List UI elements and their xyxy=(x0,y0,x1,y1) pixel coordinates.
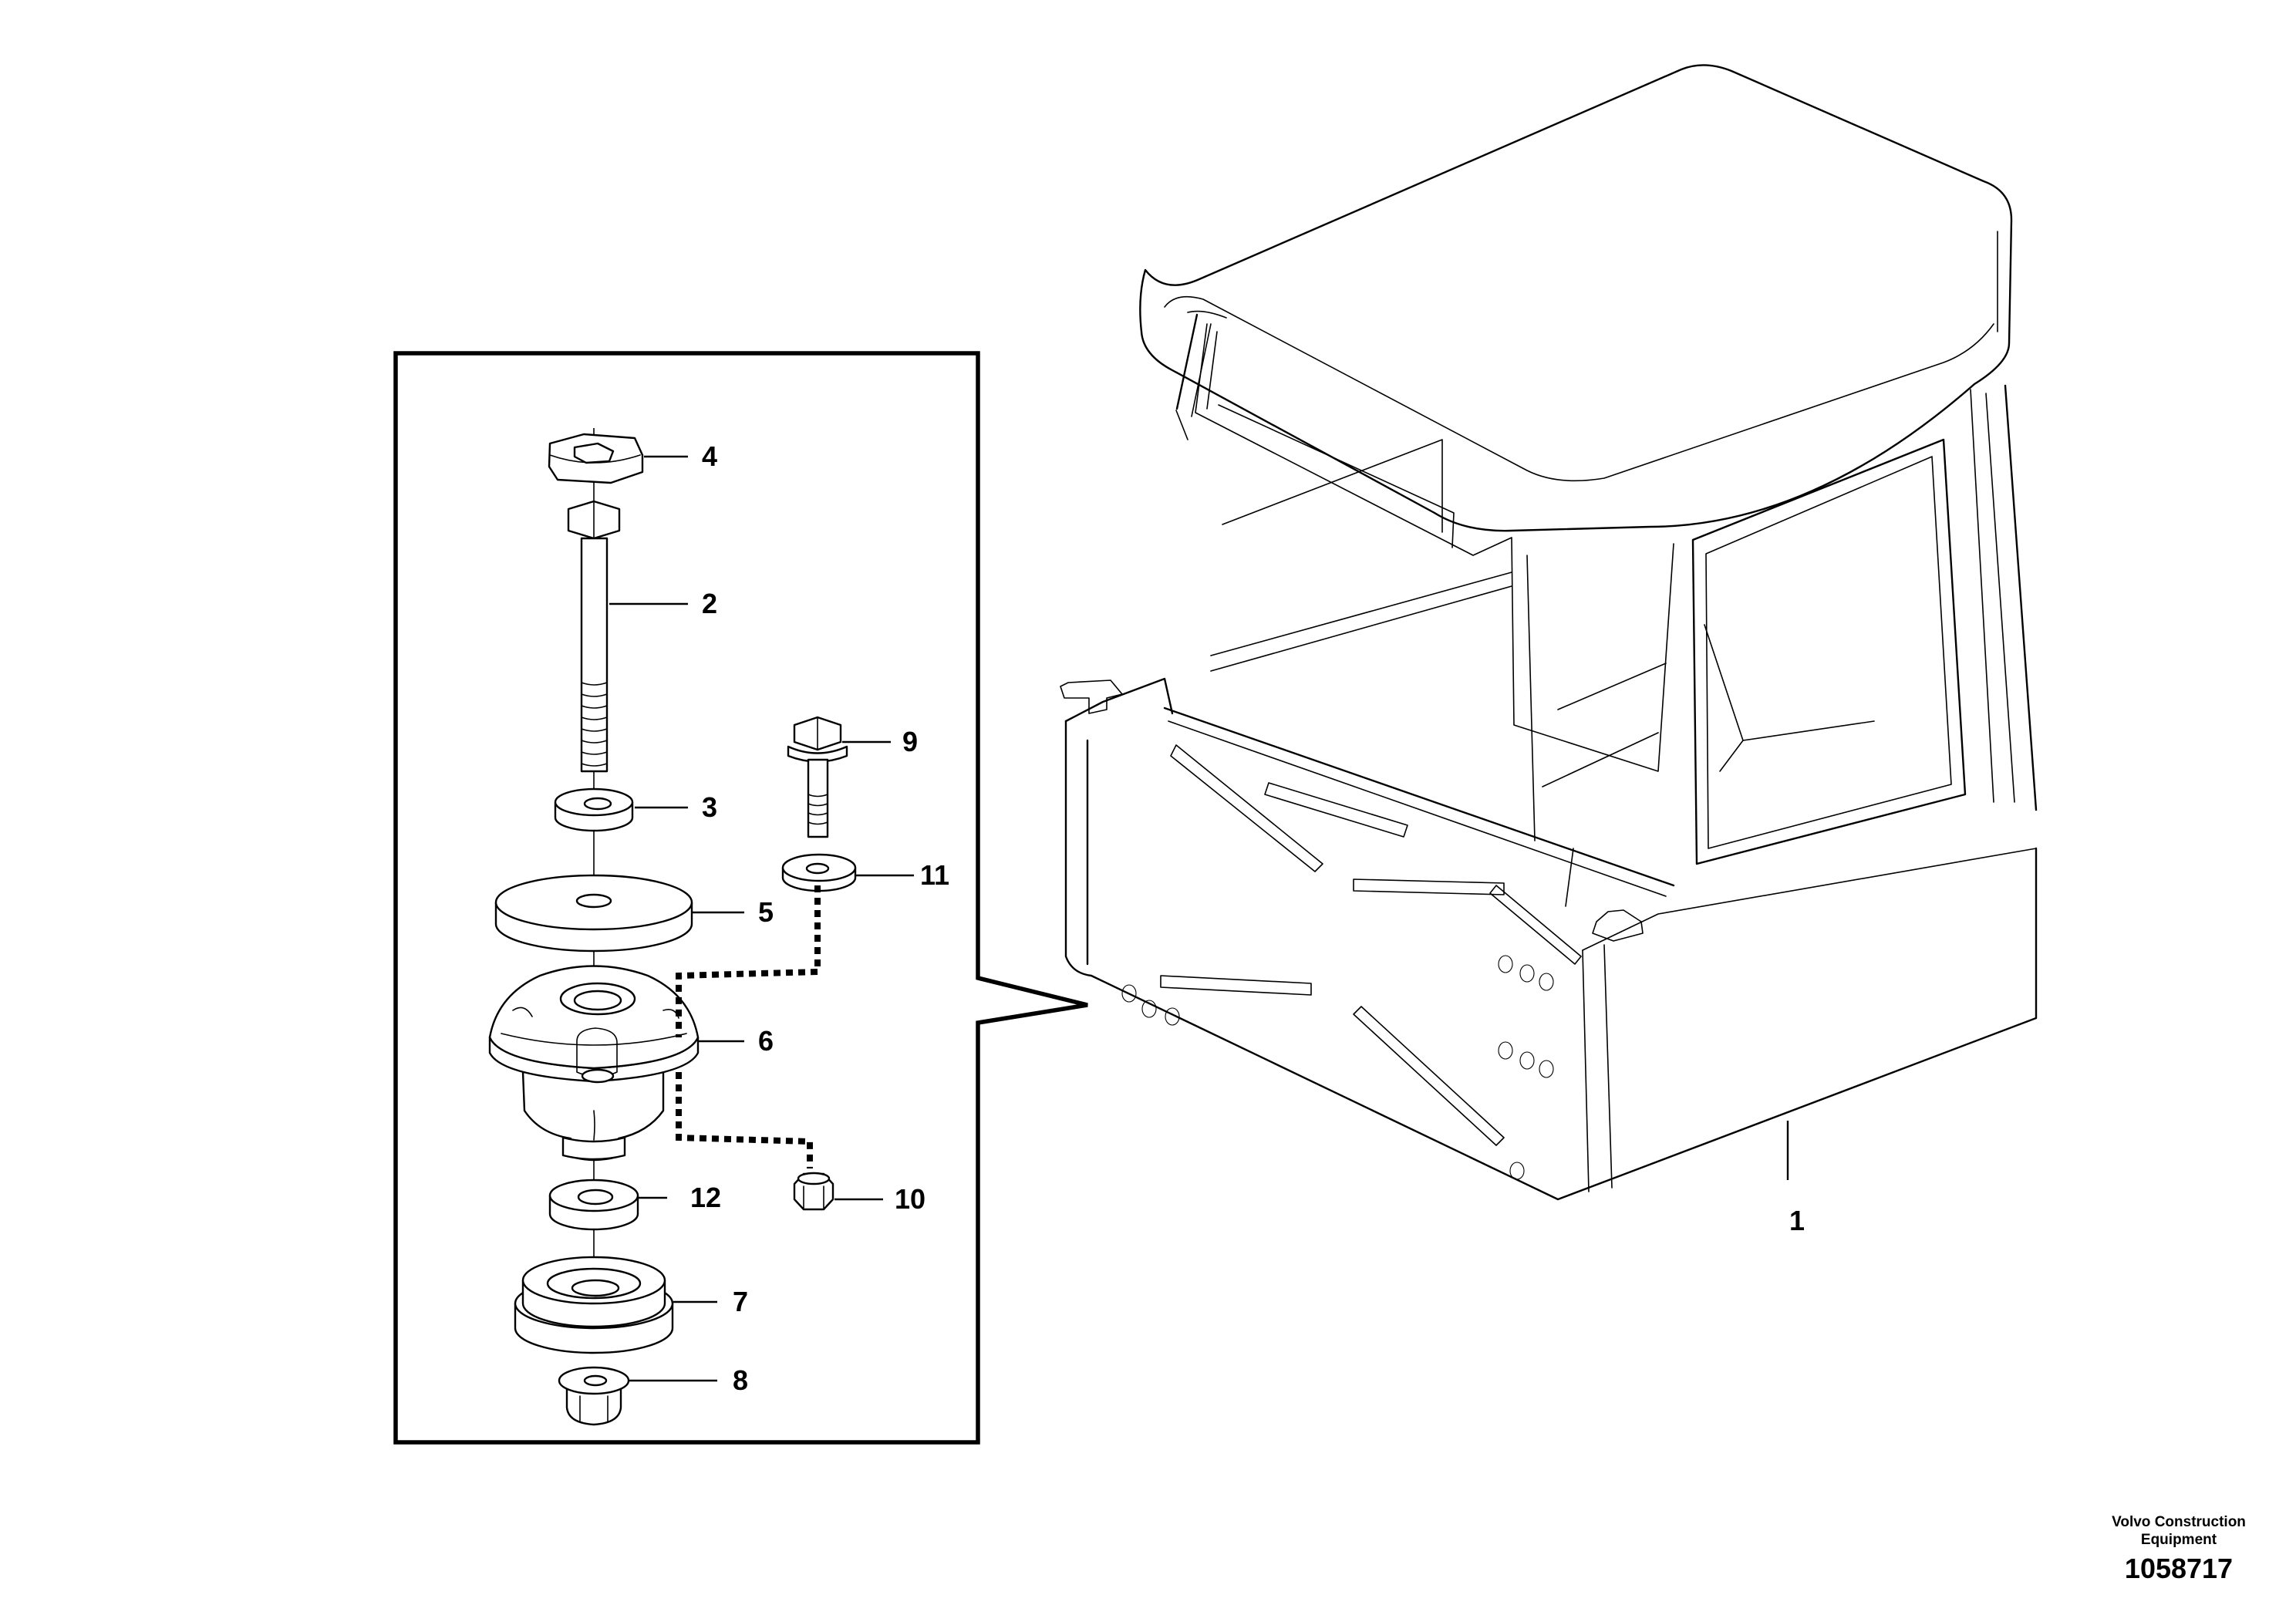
callout-3: 3 xyxy=(702,791,717,823)
assembly-path-upper xyxy=(676,885,821,1037)
detail-frame xyxy=(393,351,1088,1445)
callout-7: 7 xyxy=(733,1286,748,1317)
part-5-disc xyxy=(494,874,693,953)
part-9-bolt xyxy=(787,716,848,838)
manufacturer-label: Volvo Construction Equipment xyxy=(2112,1514,2246,1548)
part-7-cup xyxy=(514,1256,674,1354)
part-4-cap xyxy=(548,433,644,484)
part-8-nut xyxy=(558,1366,630,1426)
part-6-mount xyxy=(488,965,700,1162)
part-2-bolt xyxy=(567,500,621,773)
assembly-path-lower xyxy=(676,1072,813,1168)
callout-5: 5 xyxy=(758,896,774,928)
part-12-spacer xyxy=(548,1179,639,1231)
part-11-washer xyxy=(781,853,857,892)
callout-8: 8 xyxy=(733,1364,748,1396)
callout-11: 11 xyxy=(920,859,949,891)
drawing-number: 1058717 xyxy=(2124,1553,2234,1584)
callout-1: 1 xyxy=(1789,1205,1805,1236)
callout-10: 10 xyxy=(895,1183,925,1215)
drawing-footer: Volvo Construction Equipment 1058717 xyxy=(2082,1513,2275,1586)
callout-4: 4 xyxy=(702,440,717,472)
part-3-washer xyxy=(554,787,634,832)
part-10-nut xyxy=(793,1172,834,1211)
callout-9: 9 xyxy=(902,726,918,757)
callout-6: 6 xyxy=(758,1025,774,1057)
callout-2: 2 xyxy=(702,588,717,619)
callout-12: 12 xyxy=(690,1182,721,1213)
cab-illustration xyxy=(1060,64,2038,1201)
